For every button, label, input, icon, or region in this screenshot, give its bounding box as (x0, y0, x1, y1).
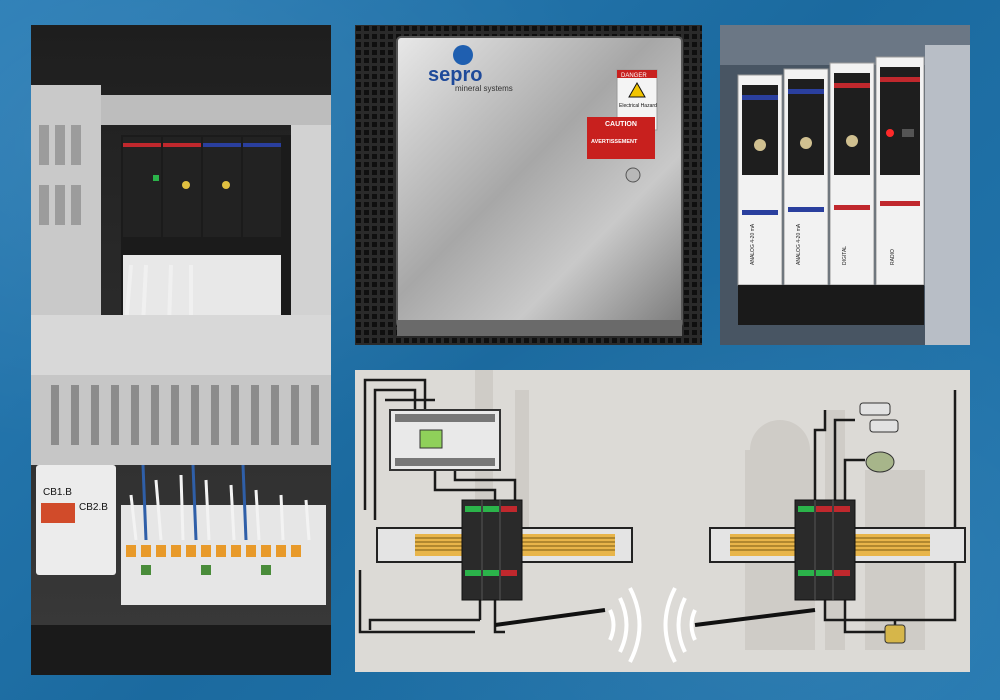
sepro-logo: sepro mineral systems (428, 45, 513, 93)
svg-text:DANGER: DANGER (621, 73, 647, 79)
module-analog-2 (783, 68, 829, 286)
terminal-blocks (121, 464, 326, 605)
svg-text:CAUTION: CAUTION (605, 121, 637, 128)
brand-subtitle: mineral systems (455, 84, 513, 93)
svg-text:ANALOG 4-20 mA: ANALOG 4-20 mA (796, 223, 802, 265)
caution-label: CAUTION AVERTISSEMENT (587, 117, 655, 159)
module-analog-1 (737, 74, 783, 286)
module-rack-upper (121, 135, 291, 315)
wireless-signal-icon (608, 587, 697, 663)
circuit-breakers: CB1.B CB2.B (36, 465, 116, 575)
cb2-label: CB2.B (79, 502, 108, 513)
receiver-modules (694, 499, 856, 627)
brand-name: sepro (428, 64, 482, 86)
cb1-label: CB1.B (43, 487, 72, 498)
svg-text:DIGITAL: DIGITAL (842, 246, 848, 265)
module-labels: ANALOG 4-20 mA ANALOG 4-20 mA DIGITAL RA… (750, 223, 896, 265)
sensor-devices (859, 402, 906, 644)
enclosure-photo: sepro mineral systems DANGER Electrical … (355, 25, 702, 345)
cabinet-photo: CB1.B CB2.B (31, 25, 331, 675)
svg-text:AVERTISSEMENT: AVERTISSEMENT (591, 139, 638, 145)
module-radio (875, 56, 925, 286)
svg-text:ANALOG 4-20 mA: ANALOG 4-20 mA (750, 223, 756, 265)
enclosure-latch (625, 167, 641, 183)
module-digital (829, 62, 875, 286)
wireless-diagram (355, 370, 970, 672)
svg-text:RADIO: RADIO (890, 249, 896, 265)
svg-text:Electrical Hazard: Electrical Hazard (619, 103, 657, 109)
modules-closeup-photo: ANALOG 4-20 mA ANALOG 4-20 mA DIGITAL RA… (720, 25, 970, 345)
transmitter-modules (461, 499, 606, 627)
plc-device (389, 409, 501, 471)
